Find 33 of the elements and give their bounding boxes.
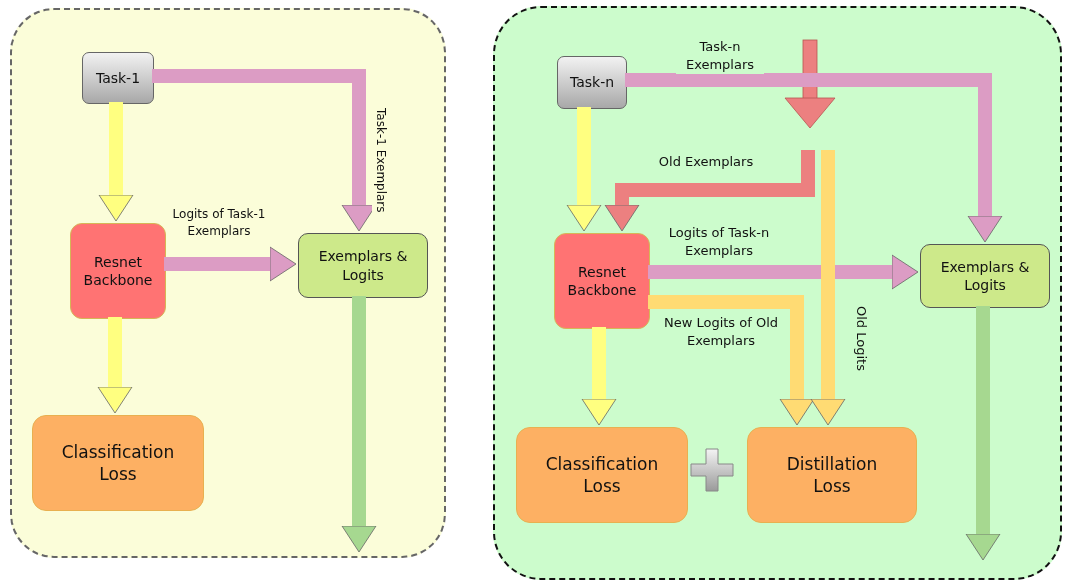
block-arrow xyxy=(341,296,377,553)
edge-label: Task-n Exemplars xyxy=(676,38,764,75)
node-label: Distillation Loss xyxy=(785,452,879,498)
node-label: Exemplars & Logits xyxy=(317,247,409,284)
edge-label: Task-1 Exemplars xyxy=(372,108,389,213)
block-arrow xyxy=(965,306,1001,561)
block-arrow xyxy=(581,327,617,426)
block-arrow xyxy=(648,295,815,426)
process-box xyxy=(298,233,428,298)
block-arrow xyxy=(810,150,846,426)
node-label: Task-1 xyxy=(95,68,141,88)
block-arrow xyxy=(625,73,1003,243)
process-box xyxy=(554,233,650,329)
process-box xyxy=(516,427,688,523)
block-arrow xyxy=(98,102,134,222)
node-label: Classification Loss xyxy=(544,452,660,498)
process-box xyxy=(557,56,627,109)
node-label: Resnet Backbone xyxy=(82,252,154,290)
process-box xyxy=(70,223,166,319)
block-arrow xyxy=(164,246,297,282)
process-box xyxy=(747,427,917,523)
process-box xyxy=(82,52,154,104)
node-label: Classification Loss xyxy=(60,440,176,486)
block-arrow xyxy=(604,150,815,232)
process-box xyxy=(920,244,1050,308)
block-arrow xyxy=(566,107,602,232)
dashed-container xyxy=(10,8,446,558)
node-label: Task-n xyxy=(569,73,615,92)
block-arrow xyxy=(648,254,919,290)
process-box xyxy=(32,415,204,511)
node-label: Exemplars & Logits xyxy=(939,257,1031,295)
block-arrow xyxy=(97,317,133,414)
node-label: Resnet Backbone xyxy=(566,262,638,300)
